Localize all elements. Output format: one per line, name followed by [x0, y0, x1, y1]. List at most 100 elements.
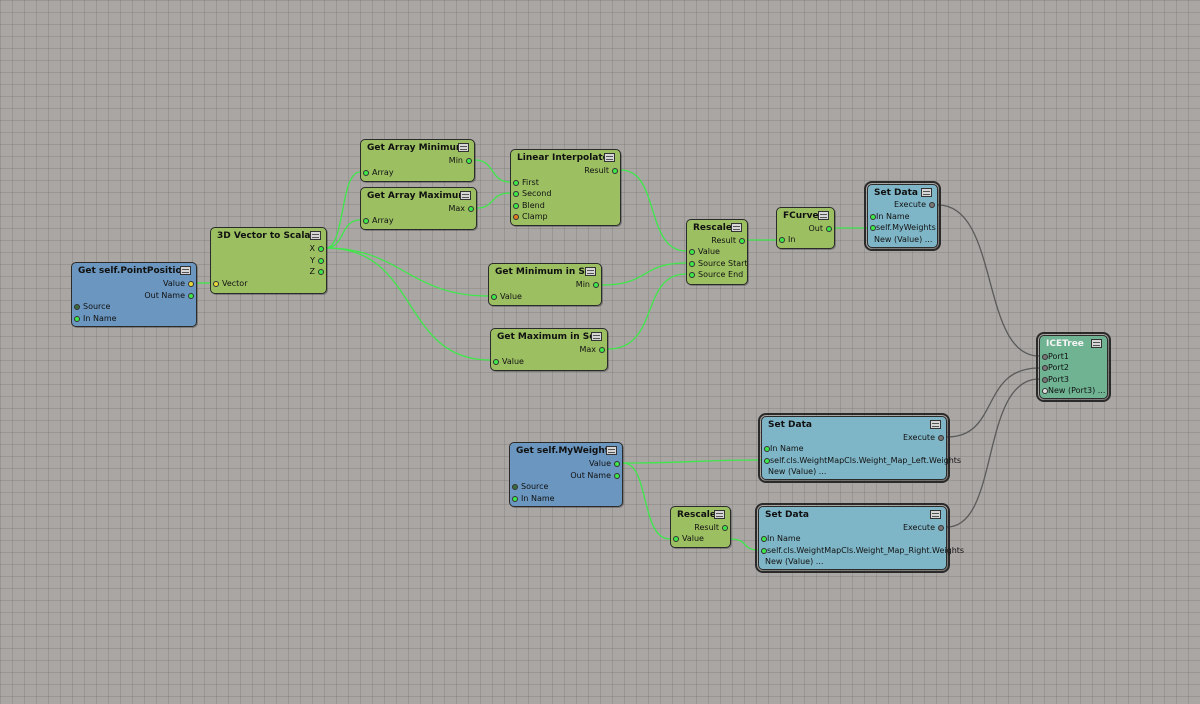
- output-port-value[interactable]: Value: [589, 459, 620, 469]
- port-dot-icon[interactable]: [870, 225, 876, 231]
- port-dot-icon[interactable]: [689, 261, 695, 267]
- input-port-in[interactable]: In: [779, 235, 795, 245]
- port-dot-icon[interactable]: [1042, 354, 1048, 360]
- port-dot-icon[interactable]: [468, 206, 474, 212]
- node-menu-icon[interactable]: [180, 266, 191, 275]
- node-get-maximum-in-set[interactable]: Get Maximum in Set Max Value: [490, 328, 608, 371]
- output-port-result[interactable]: Result: [694, 523, 728, 533]
- node-vector-to-scalar[interactable]: 3D Vector to Scalar X Y Z Vector: [210, 227, 327, 294]
- port-dot-icon[interactable]: [363, 170, 369, 176]
- port-dot-icon[interactable]: [188, 281, 194, 287]
- port-dot-icon[interactable]: [673, 536, 679, 542]
- input-port-value[interactable]: Value: [491, 292, 522, 302]
- input-port-in-name[interactable]: In Name: [74, 314, 117, 324]
- port-dot-icon[interactable]: [512, 484, 518, 490]
- node-menu-icon[interactable]: [310, 231, 321, 240]
- port-dot-icon[interactable]: [689, 272, 695, 278]
- input-port-port3[interactable]: Port3: [1042, 375, 1069, 385]
- node-get-point-position[interactable]: Get self.PointPosition Value Out Name So…: [71, 262, 197, 327]
- input-port-vector[interactable]: Vector: [213, 279, 248, 289]
- input-port-second[interactable]: Second: [513, 189, 551, 199]
- node-set-data-left[interactable]: Set Data Execute In Name self.cls.Weight…: [758, 413, 961, 483]
- port-dot-icon[interactable]: [764, 446, 770, 452]
- input-port-in-name[interactable]: In Name: [761, 534, 801, 544]
- input-port-source-start[interactable]: Source Start: [689, 259, 748, 269]
- input-port-new[interactable]: New (Value) ...: [768, 467, 826, 477]
- port-dot-icon[interactable]: [614, 461, 620, 467]
- input-port-weights[interactable]: self.cls.WeightMapCls.Weight_Map_Right.W…: [761, 546, 964, 556]
- input-port-in-name[interactable]: In Name: [764, 444, 804, 454]
- input-port-port1[interactable]: Port1: [1042, 352, 1069, 362]
- input-port-new[interactable]: New (Value) ...: [874, 235, 932, 245]
- port-dot-icon[interactable]: [318, 269, 324, 275]
- port-dot-icon[interactable]: [1042, 388, 1048, 394]
- node-menu-icon[interactable]: [930, 510, 941, 519]
- node-menu-icon[interactable]: [731, 223, 742, 232]
- port-dot-icon[interactable]: [612, 168, 618, 174]
- port-dot-icon[interactable]: [599, 347, 605, 353]
- port-dot-icon[interactable]: [593, 282, 599, 288]
- port-dot-icon[interactable]: [466, 158, 472, 164]
- node-get-array-minimum[interactable]: Get Array Minimum Min Array: [360, 139, 475, 182]
- port-dot-icon[interactable]: [318, 246, 324, 252]
- node-fcurve[interactable]: FCurve Out In: [776, 207, 835, 249]
- node-menu-icon[interactable]: [818, 211, 829, 220]
- port-dot-icon[interactable]: [1042, 377, 1048, 383]
- input-port-value[interactable]: Value: [493, 357, 524, 367]
- port-dot-icon[interactable]: [363, 218, 369, 224]
- input-port-weights[interactable]: self.MyWeights: [870, 223, 936, 233]
- node-rescale[interactable]: Rescale Result Value Source Start Source…: [686, 219, 748, 285]
- input-port-weights[interactable]: self.cls.WeightMapCls.Weight_Map_Left.We…: [764, 456, 961, 466]
- node-menu-icon[interactable]: [460, 191, 471, 200]
- output-port-value[interactable]: Value: [163, 279, 194, 289]
- input-port-source[interactable]: Source: [74, 302, 110, 312]
- port-dot-icon[interactable]: [929, 202, 935, 208]
- node-menu-icon[interactable]: [604, 153, 615, 162]
- node-icetree[interactable]: ICETree Port1 Port2 Port3 New (Port3) ..…: [1036, 332, 1111, 402]
- port-dot-icon[interactable]: [213, 281, 219, 287]
- output-port-execute[interactable]: Execute: [894, 200, 935, 210]
- output-port-execute[interactable]: Execute: [903, 523, 944, 533]
- output-port-out-name[interactable]: Out Name: [570, 471, 620, 481]
- output-port-min[interactable]: Min: [449, 156, 472, 166]
- output-port-result[interactable]: Result: [584, 166, 618, 176]
- output-port-z[interactable]: Z: [310, 267, 324, 277]
- port-dot-icon[interactable]: [74, 316, 80, 322]
- port-dot-icon[interactable]: [761, 548, 767, 554]
- port-dot-icon[interactable]: [614, 473, 620, 479]
- node-menu-icon[interactable]: [714, 510, 725, 519]
- port-dot-icon[interactable]: [722, 525, 728, 531]
- port-dot-icon[interactable]: [689, 249, 695, 255]
- node-set-data-right[interactable]: Set Data Execute In Name self.cls.Weight…: [755, 503, 964, 573]
- input-port-array[interactable]: Array: [363, 216, 394, 226]
- port-dot-icon[interactable]: [318, 258, 324, 264]
- output-port-out[interactable]: Out: [808, 224, 832, 234]
- node-get-array-maximum[interactable]: Get Array Maximum Max Array: [360, 187, 477, 230]
- input-port-new[interactable]: New (Port3) ...: [1042, 386, 1105, 396]
- port-dot-icon[interactable]: [512, 496, 518, 502]
- input-port-value[interactable]: Value: [673, 534, 704, 544]
- port-dot-icon[interactable]: [761, 536, 767, 542]
- node-menu-icon[interactable]: [1091, 339, 1102, 348]
- input-port-in-name[interactable]: In Name: [870, 212, 910, 222]
- port-dot-icon[interactable]: [491, 294, 497, 300]
- node-menu-icon[interactable]: [458, 143, 469, 152]
- input-port-blend[interactable]: Blend: [513, 201, 545, 211]
- port-dot-icon[interactable]: [188, 293, 194, 299]
- input-port-first[interactable]: First: [513, 178, 539, 188]
- port-dot-icon[interactable]: [870, 214, 876, 220]
- input-port-port2[interactable]: Port2: [1042, 363, 1069, 373]
- input-port-new[interactable]: New (Value) ...: [765, 557, 823, 567]
- port-dot-icon[interactable]: [739, 238, 745, 244]
- node-menu-icon[interactable]: [606, 446, 617, 455]
- output-port-max[interactable]: Max: [448, 204, 474, 214]
- output-port-min[interactable]: Min: [576, 280, 599, 290]
- input-port-in-name[interactable]: In Name: [512, 494, 555, 504]
- output-port-y[interactable]: Y: [310, 256, 324, 266]
- input-port-array[interactable]: Array: [363, 168, 394, 178]
- node-menu-icon[interactable]: [591, 332, 602, 341]
- output-port-execute[interactable]: Execute: [903, 433, 944, 443]
- port-dot-icon[interactable]: [764, 458, 770, 464]
- node-linear-interpolate[interactable]: Linear Interpolate Result First Second B…: [510, 149, 621, 226]
- port-dot-icon[interactable]: [513, 203, 519, 209]
